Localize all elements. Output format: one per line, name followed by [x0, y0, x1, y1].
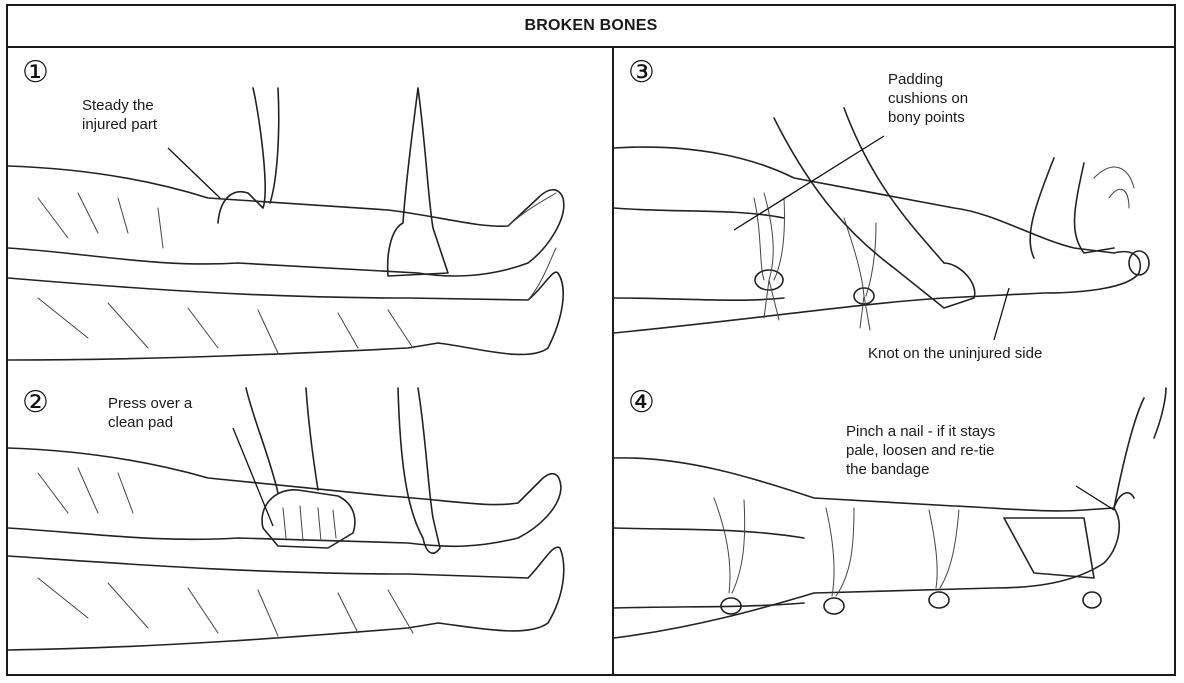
label-padding-cushions: Padding cushions on bony points [888, 70, 968, 127]
step-number-4: ④ [628, 388, 655, 418]
figure-frame: BROKEN BONES ① Steady the injured part [6, 4, 1176, 676]
label-steady-injured-part: Steady the injured part [82, 96, 157, 134]
legs-illustration-2 [8, 378, 612, 676]
panel-3-padding-knots: ③ Padding cushions on bony points Knot o… [614, 48, 1176, 378]
panel-2-press-clean-pad: ② Press over a clean pad [8, 378, 612, 676]
label-knot-uninjured-side: Knot on the uninjured side [868, 344, 1042, 363]
figure-title: BROKEN BONES [8, 6, 1174, 48]
label-pinch-nail-check: Pinch a nail - if it stays pale, loosen … [846, 422, 995, 479]
panel-1-steady-injured-part: ① Steady the injured part [8, 48, 612, 378]
label-press-clean-pad: Press over a clean pad [108, 394, 192, 432]
panel-4-check-circulation: ④ Pinch a nail - if it stays pale, loose… [614, 378, 1176, 676]
step-number-2: ② [22, 388, 49, 418]
step-number-3: ③ [628, 58, 655, 88]
step-number-1: ① [22, 58, 49, 88]
